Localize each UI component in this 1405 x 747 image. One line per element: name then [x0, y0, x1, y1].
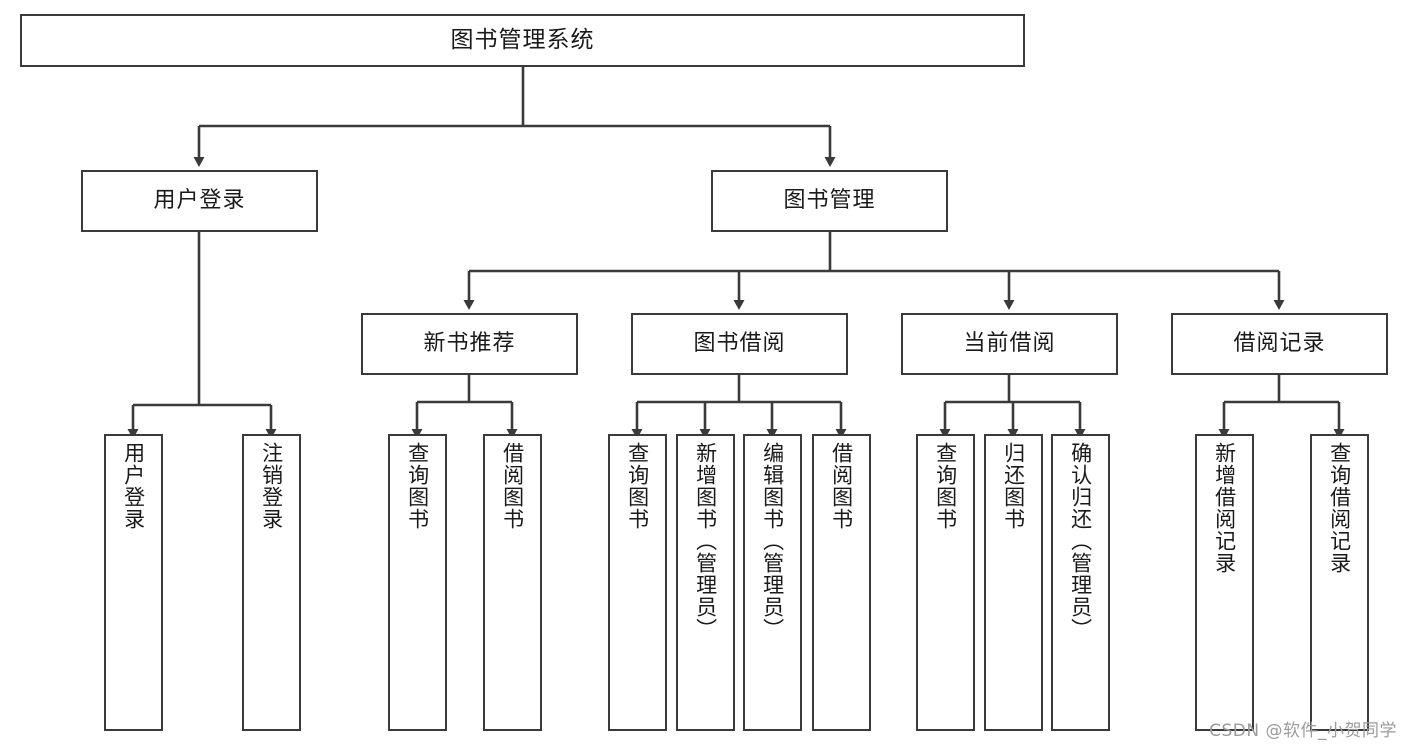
- node-book-borrow[interactable]: 图书借阅: [631, 313, 848, 375]
- node-label: 借阅记录: [1233, 330, 1326, 356]
- leaf-current-borrow-return[interactable]: 归还图书: [984, 434, 1043, 731]
- node-label: 归还图书: [1001, 442, 1026, 530]
- leaf-current-borrow-query[interactable]: 查询图书: [916, 434, 975, 731]
- node-label: 新书推荐: [423, 330, 516, 356]
- leaf-user-login-logout[interactable]: 注销登录: [242, 434, 301, 731]
- leaf-book-borrow-edit[interactable]: 编辑图书（管理员）: [743, 434, 802, 731]
- leaf-new-book-query[interactable]: 查询图书: [388, 434, 447, 731]
- leaf-borrow-record-add[interactable]: 新增借阅记录: [1195, 434, 1254, 731]
- leaf-borrow-record-query[interactable]: 查询借阅记录: [1310, 434, 1369, 731]
- watermark-text: CSDN @软件_小贺同学: [1209, 721, 1397, 741]
- node-user-login[interactable]: 用户登录: [81, 170, 318, 232]
- node-label: 查询图书: [625, 442, 650, 530]
- node-label: 当前借阅: [963, 330, 1056, 356]
- leaf-current-borrow-confirm-return[interactable]: 确认归还（管理员）: [1051, 434, 1110, 731]
- node-label: 注销登录: [259, 442, 284, 530]
- leaf-user-login-login[interactable]: 用户登录: [104, 434, 163, 731]
- node-book-management[interactable]: 图书管理: [711, 170, 948, 232]
- node-borrow-record[interactable]: 借阅记录: [1171, 313, 1388, 375]
- leaf-book-borrow-query[interactable]: 查询图书: [608, 434, 667, 731]
- leaf-new-book-borrow[interactable]: 借阅图书: [483, 434, 542, 731]
- node-label: 新增借阅记录: [1212, 442, 1237, 574]
- node-current-borrow[interactable]: 当前借阅: [901, 313, 1118, 375]
- node-label: 查询图书: [933, 442, 958, 530]
- node-label: 用户登录: [121, 442, 146, 530]
- leaf-book-borrow-add[interactable]: 新增图书（管理员）: [676, 434, 735, 731]
- node-label: 图书借阅: [693, 330, 786, 356]
- node-label: 编辑图书（管理员）: [760, 442, 785, 640]
- leaf-book-borrow-borrow[interactable]: 借阅图书: [812, 434, 871, 731]
- node-root-book-management-system[interactable]: 图书管理系统: [20, 14, 1025, 67]
- node-label: 查询借阅记录: [1327, 442, 1352, 574]
- node-label: 借阅图书: [500, 442, 525, 530]
- node-new-book-recommend[interactable]: 新书推荐: [361, 313, 578, 375]
- node-label: 用户登录: [153, 187, 246, 213]
- node-label: 图书管理: [783, 187, 876, 213]
- node-label: 查询图书: [405, 442, 430, 530]
- node-label: 图书管理系统: [450, 26, 595, 53]
- node-label: 新增图书（管理员）: [693, 442, 718, 640]
- node-label: 借阅图书: [829, 442, 854, 530]
- node-label: 确认归还（管理员）: [1068, 442, 1093, 640]
